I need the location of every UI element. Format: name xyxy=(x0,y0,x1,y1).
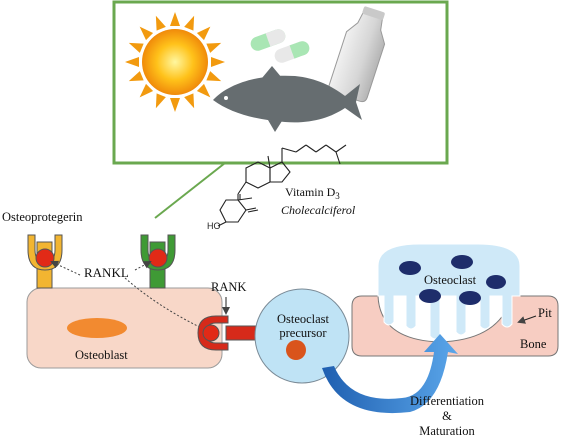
vitamin-d3-structure xyxy=(217,144,347,227)
rank-label: RANK xyxy=(211,280,247,294)
osteoprotegerin-receptor xyxy=(27,234,63,289)
osteoprotegerin-label: Osteoprotegerin xyxy=(2,210,83,224)
ho-label: HO xyxy=(207,221,221,231)
pit-pointer-arrow xyxy=(517,315,537,324)
precursor-label-line2: precursor xyxy=(279,326,327,340)
osteoclast-precursor-cell xyxy=(254,288,350,384)
ampersand-label: & xyxy=(442,409,452,423)
sun-icon xyxy=(125,12,225,112)
vitamin-d3-label: Vitamin D3 xyxy=(285,185,340,201)
osteoclast-cell xyxy=(377,243,521,340)
rankl-dotted-arrow-left xyxy=(50,260,81,276)
fish-icon xyxy=(213,66,362,132)
capsules-icon xyxy=(250,29,310,63)
osteoblast-label: Osteoblast xyxy=(75,348,128,362)
pit-label: Pit xyxy=(538,306,552,320)
precursor-nucleus xyxy=(286,340,306,360)
osteoblast-nucleus xyxy=(67,318,127,338)
panel-connector-line xyxy=(154,162,226,219)
differentiation-arrow xyxy=(322,334,458,414)
rankl-dotted-arrow-right xyxy=(134,261,152,271)
rankl-receptor xyxy=(140,234,176,289)
osteoclast-label: Osteoclast xyxy=(424,273,477,287)
rankl-dotted-arrow-rank xyxy=(124,277,208,332)
bone-label: Bone xyxy=(520,337,547,351)
cholecalciferol-label: Cholecalciferol xyxy=(281,203,356,217)
maturation-label: Maturation xyxy=(419,424,475,438)
differentiation-label: Differentiation xyxy=(409,394,485,408)
rankl-label: RANKL xyxy=(84,265,129,280)
precursor-label-line1: Osteoclast xyxy=(276,312,330,326)
